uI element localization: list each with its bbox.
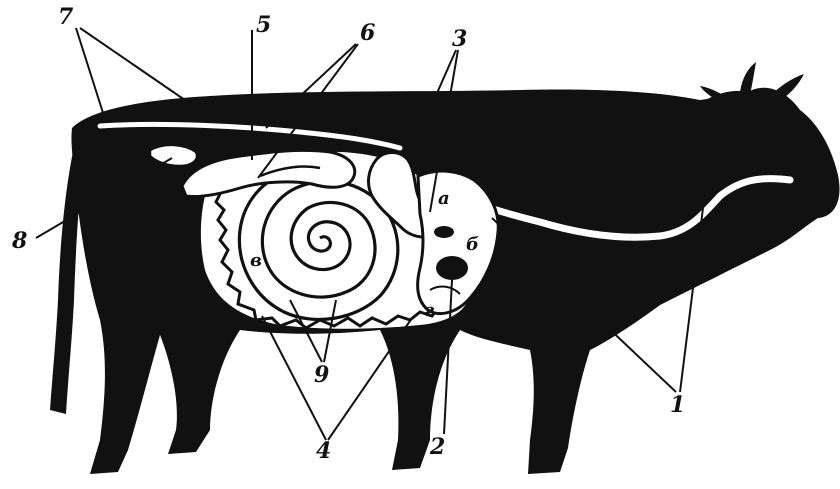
label-7-top: 7 [58,6,73,28]
label-5: 5 [256,14,271,36]
label-a: а [438,190,450,208]
label-v: в [250,252,262,270]
label-8: 8 [12,230,27,252]
label-6: 6 [360,22,375,44]
label-1: 1 [670,394,685,416]
label-b: б [466,236,479,254]
label-9: 9 [314,364,329,386]
label-g: г [424,302,434,320]
label-4: 4 [316,440,331,462]
label-3: 3 [452,28,467,50]
label-2: 2 [430,436,445,458]
